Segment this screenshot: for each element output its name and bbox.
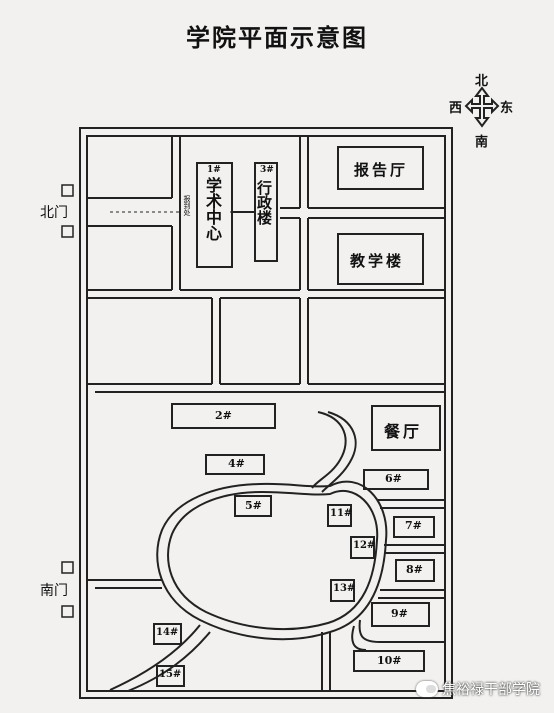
building-8 [395,559,435,582]
teaching-building [337,233,424,285]
canteen-building [371,405,441,451]
admin-building-label: 行政楼 [255,180,273,225]
building-11 [327,504,352,527]
north-gate-post-2 [61,225,74,238]
compass-west-label: 西 [449,101,463,116]
report-hall-label: 报告厅 [354,161,409,179]
report-hall-building [337,146,424,190]
academic-center-number: 1# [207,165,221,175]
building-2 [171,403,276,429]
outer-wall-inner [86,135,446,692]
compass-east-label: 东 [500,101,514,116]
academic-center-label: 学术中心 [203,177,222,241]
compass-icon [464,86,500,128]
building-6-label: 6# [385,472,402,485]
building-7-label: 7# [405,519,422,532]
building-11-label: 11# [330,508,353,519]
building-12-label: 12# [353,540,376,551]
watermark: 焦裕禄干部学院 [416,679,540,699]
building-2-label: 2# [215,409,232,422]
compass-north-label: 北 [475,74,489,89]
building-15-label: 15# [159,669,182,680]
map-title: 学院平面示意图 [186,23,368,52]
compass-south-label: 南 [475,135,489,150]
admin-building-number: 3# [260,165,274,175]
north-gate-post-1 [61,184,74,197]
north-gate-label: 北门 [40,205,68,221]
south-gate-label: 南门 [40,583,68,599]
building-5-label: 5# [245,499,262,512]
building-14 [153,623,182,645]
building-5 [234,495,272,517]
south-gate-post-1 [61,561,74,574]
building-14-label: 14# [156,627,179,638]
building-10 [353,650,425,672]
building-10-label: 10# [377,654,402,667]
watermark-text: 焦裕禄干部学院 [442,682,540,698]
building-9-label: 9# [391,607,408,620]
chat-bubble-icon [416,681,438,697]
academic-center-building [196,162,233,268]
canteen-label: 餐厅 [384,422,423,441]
building-12 [350,536,375,559]
building-13-label: 13# [333,583,356,594]
teaching-building-label: 教学楼 [350,252,405,270]
lake-loop-road [87,411,445,692]
building-4-label: 4# [228,457,245,470]
building-13 [330,579,355,602]
building-6 [363,469,429,490]
building-7 [393,516,435,538]
building-9 [371,602,430,627]
building-4 [205,454,265,475]
outer-wall-outer [79,127,453,699]
south-gate-post-2 [61,605,74,618]
north-roads [87,136,445,393]
registration-label: 报到处 [183,195,191,216]
building-8-label: 8# [406,563,423,576]
